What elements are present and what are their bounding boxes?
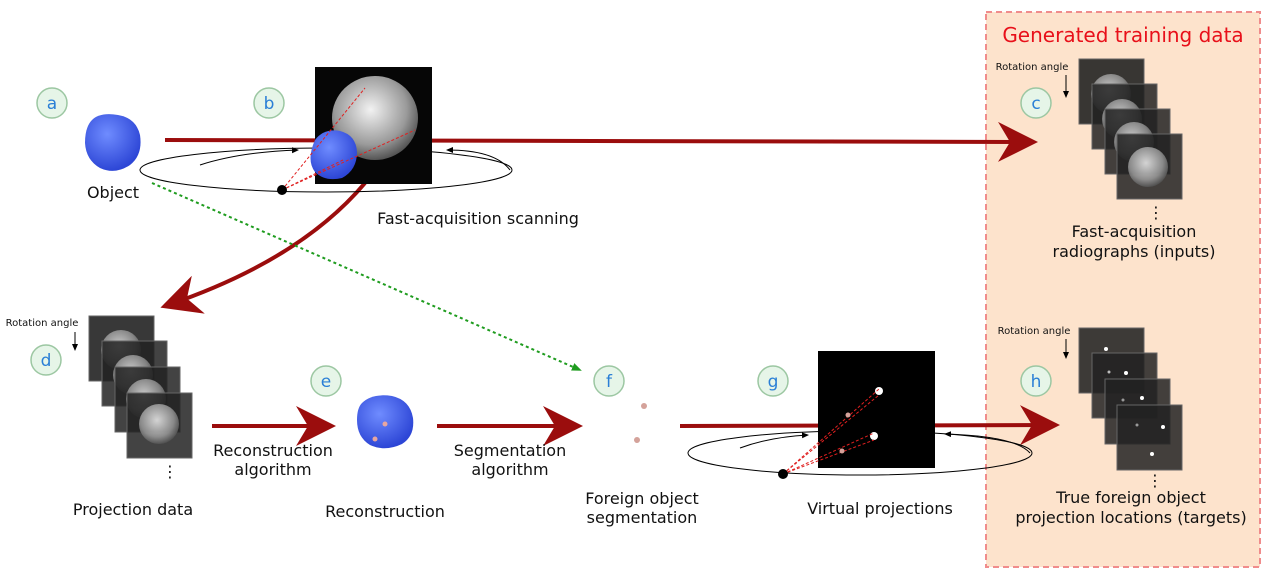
label-virtual-projections: Virtual projections: [807, 499, 953, 518]
virtual-source-point: [778, 469, 788, 479]
label-rotation-angle-left: Rotation angle: [6, 318, 79, 329]
svg-text:d: d: [41, 351, 52, 371]
virtual-projections-g: Virtual projections: [687, 351, 1033, 518]
label-projection-data: Projection data: [73, 500, 193, 519]
label-rotation-angle-top: Rotation angle: [996, 62, 1069, 73]
virtual-spot-1: [875, 387, 883, 395]
svg-text:b: b: [264, 94, 275, 114]
scanned-blue-object: [310, 130, 357, 180]
label-true-locations-1: True foreign object: [1055, 488, 1206, 507]
virtual-orbit-arrow-left: [739, 432, 809, 449]
blue-object: [85, 114, 141, 171]
targets-h: Rotation angle ⋮ True foreign object pro…: [998, 326, 1247, 527]
step-a: a: [36, 87, 68, 119]
step-circles: a b c d e f g h: [30, 87, 1052, 397]
radiograph-stack-top: [1078, 58, 1183, 200]
projection-data-d: Rotation angle ⋮ Projection data: [6, 315, 193, 519]
ellipsis-bottom: ⋮: [1147, 471, 1163, 490]
segmentation-algorithm: Segmentation algorithm: [454, 441, 566, 479]
orbit-arrow-left: [199, 147, 299, 166]
ellipsis-left: ⋮: [162, 462, 178, 481]
arrow-object-to-radiographs: [164, 121, 1038, 162]
svg-text:a: a: [47, 94, 57, 114]
label-fast-scanning: Fast-acquisition scanning: [377, 209, 579, 228]
svg-text:h: h: [1031, 372, 1042, 392]
virtual-ray-1: [782, 388, 880, 475]
radiographs-c: Rotation angle ⋮ Fast-acquisition radiog…: [996, 58, 1216, 261]
foreign-inclusion-1: [382, 421, 388, 427]
svg-text:f: f: [606, 372, 613, 392]
label-fast-radiographs-1: Fast-acquisition: [1072, 222, 1197, 241]
label-fast-radiographs-2: radiographs (inputs): [1052, 242, 1215, 261]
step-d: d: [30, 344, 62, 376]
step-e: e: [310, 365, 342, 397]
ray-1: [281, 87, 366, 191]
step-c: c: [1020, 87, 1052, 119]
label-segmentation-alg-2: algorithm: [471, 460, 548, 479]
step-g: g: [757, 365, 789, 397]
panel-title: Generated training data: [1002, 23, 1243, 47]
object-a: Object: [85, 114, 141, 202]
label-reconstruction-alg-2: algorithm: [234, 460, 311, 479]
virtual-orbit-arrow-right: [944, 431, 1031, 454]
ellipsis-top: ⋮: [1148, 203, 1164, 222]
arrow-scan-to-projection-data: [160, 181, 367, 314]
label-reconstruction-alg-1: Reconstruction: [213, 441, 333, 460]
segmented-object-2: [634, 437, 640, 443]
step-h: h: [1020, 365, 1052, 397]
reconstruction-algorithm: Reconstruction algorithm: [213, 441, 333, 479]
segmented-object-1: [641, 403, 647, 409]
svg-text:c: c: [1031, 94, 1040, 114]
detector-shadow: [332, 76, 418, 160]
virtual-spot-2: [870, 432, 878, 440]
virtual-inclusion-1: [845, 412, 851, 418]
virtual-inclusion-2: [839, 448, 845, 454]
scanner-b: Fast-acquisition scanning: [139, 67, 579, 228]
label-foreign-seg-1: Foreign object: [585, 489, 699, 508]
orbit-arrow-right: [446, 147, 511, 171]
source-point: [277, 185, 287, 195]
label-reconstruction: Reconstruction: [325, 502, 445, 521]
step-f: f: [593, 365, 625, 397]
virtual-ray-2: [782, 394, 880, 475]
label-rotation-angle-bottom: Rotation angle: [998, 326, 1071, 337]
step-b: b: [253, 87, 285, 119]
virtual-ray-4: [782, 439, 875, 475]
virtual-ray-3: [782, 432, 875, 475]
segmentation-f: Foreign object segmentation: [585, 403, 699, 527]
label-object: Object: [87, 183, 139, 202]
foreign-inclusion-2: [372, 436, 378, 442]
ray-2: [281, 129, 416, 191]
virtual-detector: [818, 351, 935, 468]
label-segmentation-alg-1: Segmentation: [454, 441, 566, 460]
svg-text:g: g: [768, 372, 779, 392]
reconstruction-e: Reconstruction: [325, 395, 445, 521]
target-stack: [1078, 327, 1183, 471]
label-foreign-seg-2: segmentation: [587, 508, 698, 527]
ray-3: [281, 159, 344, 191]
svg-text:e: e: [321, 372, 331, 392]
projection-stack: [88, 315, 193, 459]
label-true-locations-2: projection locations (targets): [1015, 508, 1246, 527]
